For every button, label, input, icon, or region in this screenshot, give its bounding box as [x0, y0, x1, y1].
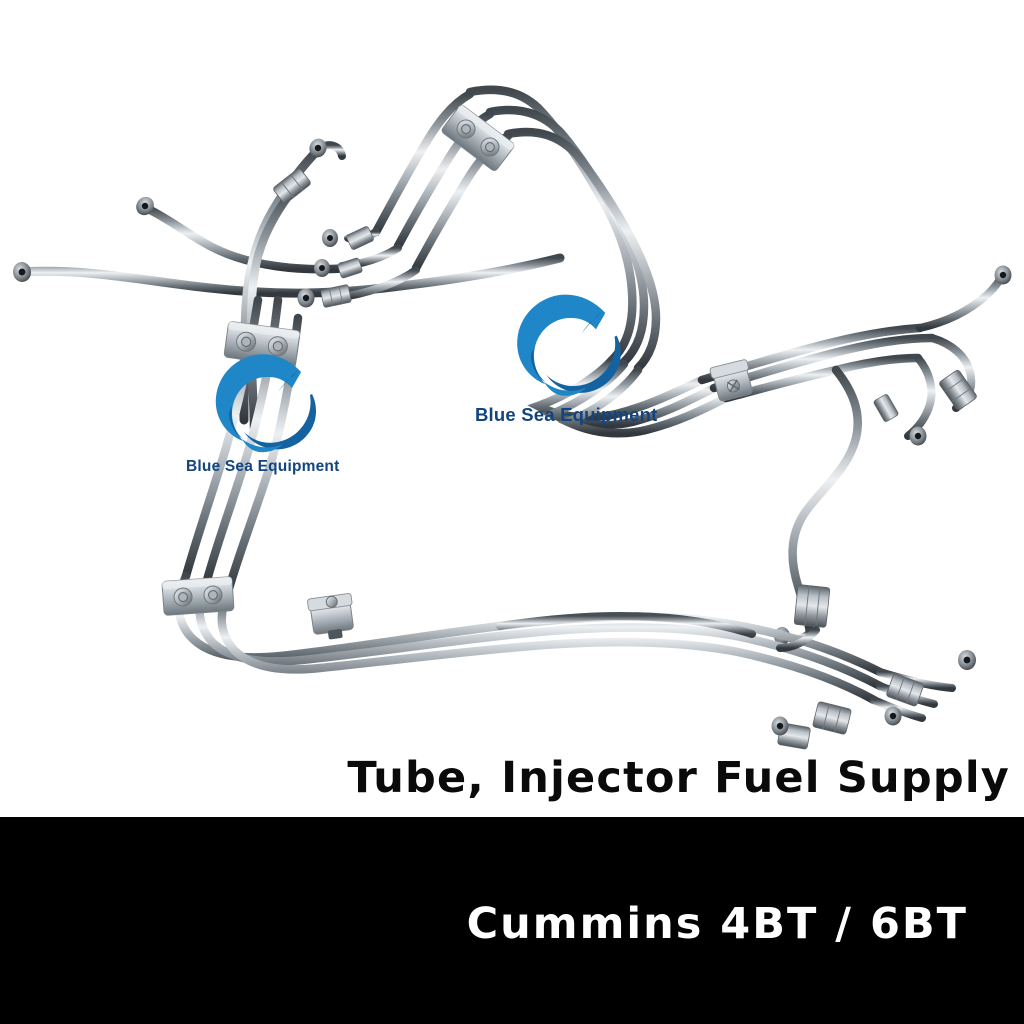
tube-group-lower-sweep [174, 571, 885, 705]
tube-clamp-bracket-upper-left [223, 321, 301, 367]
tube-group-upper-left [17, 141, 565, 597]
product-photo [12, 85, 1012, 750]
injector-end-fittings-left [297, 226, 420, 308]
tube-saddle-clamp-lower [307, 593, 354, 640]
fittings-right [774, 265, 1012, 645]
tube-group-mid-diagonal [697, 272, 1006, 637]
injector-end-fittings-bottom-right [771, 626, 976, 750]
bottom-banner: Cummins 4BT / 6BT [0, 817, 1024, 1024]
tube-saddle-clamp-mid [709, 359, 753, 402]
tube-clamp-bracket-lower-left [161, 576, 235, 616]
product-title: Tube, Injector Fuel Supply [347, 753, 1010, 803]
banjo-eyelet-fittings-upper-left [12, 138, 327, 282]
tube-clamp-bracket-top [441, 105, 515, 171]
hex-union-nut [273, 168, 311, 204]
banner-subtitle: Cummins 4BT / 6BT [466, 899, 968, 949]
